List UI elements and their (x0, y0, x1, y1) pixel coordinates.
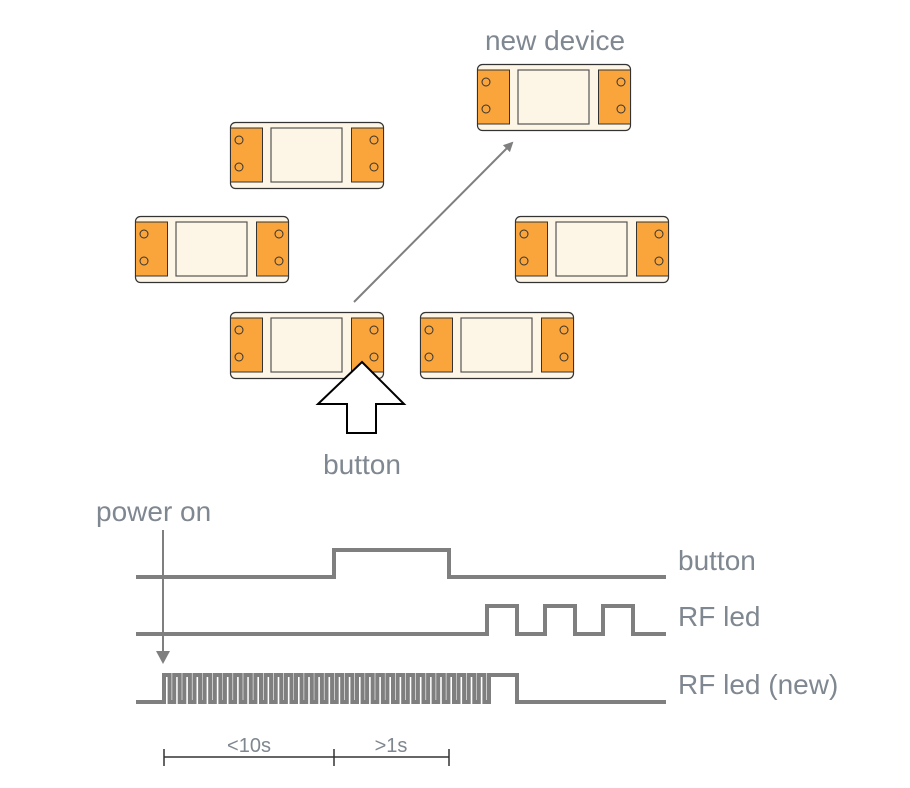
terminal-screw-icon (616, 104, 626, 114)
terminal-screw-icon (481, 77, 491, 87)
terminal-screw-icon (424, 352, 434, 362)
timing-signals (136, 548, 666, 704)
device-display (555, 221, 628, 277)
power-on-arrowhead-icon (156, 651, 170, 664)
device-terminal-left (230, 317, 263, 373)
signal-trace-rf-led-new (136, 673, 666, 704)
terminal-screw-icon (234, 135, 244, 145)
device-middle-left (134, 215, 290, 284)
device-display (517, 69, 590, 125)
interval-label-power-to-press: <10s (227, 735, 271, 757)
device-terminal-left (515, 221, 548, 277)
devices-group (134, 63, 670, 380)
terminal-screw-icon (274, 229, 284, 239)
terminal-screw-icon (519, 256, 529, 266)
terminal-screw-icon (369, 162, 379, 172)
device-display (175, 221, 248, 277)
device-terminal-left (135, 221, 168, 277)
device-display (270, 127, 343, 183)
signal-label-rf-led: RF led (678, 601, 760, 632)
terminal-screw-icon (424, 325, 434, 335)
device-terminal-right (541, 317, 574, 373)
device-terminal-right (256, 221, 289, 277)
device-terminal-right (598, 69, 631, 125)
terminal-screw-icon (654, 256, 664, 266)
terminal-screw-icon (234, 352, 244, 362)
terminal-screw-icon (519, 229, 529, 239)
device-display (270, 317, 343, 373)
terminal-screw-icon (654, 229, 664, 239)
power-on-label: power on (96, 496, 211, 527)
device-pressed (229, 311, 385, 380)
terminal-screw-icon (481, 104, 491, 114)
interval-label-press-duration: >1s (375, 735, 408, 757)
terminal-screw-icon (369, 135, 379, 145)
signal-trace-rf-led (136, 604, 666, 636)
device-terminal-left (477, 69, 510, 125)
pairing-arrow (353, 141, 514, 303)
device-terminal-left (230, 127, 263, 183)
terminal-screw-icon (559, 352, 569, 362)
device-middle-right (514, 215, 670, 284)
signal-label-rf-led-new: RF led (new) (678, 669, 838, 700)
terminal-screw-icon (234, 325, 244, 335)
terminal-screw-icon (559, 325, 569, 335)
signal-label-button: button (678, 545, 756, 576)
button-press-arrow-icon (315, 360, 407, 434)
device-upper-left (229, 121, 385, 190)
device-display (460, 317, 533, 373)
device-terminal-right (351, 317, 384, 373)
device-terminal-left (420, 317, 453, 373)
terminal-screw-icon (369, 352, 379, 362)
device-new (476, 63, 632, 132)
button-label: button (323, 449, 401, 480)
terminal-screw-icon (616, 77, 626, 87)
device-terminal-right (636, 221, 669, 277)
device-terminal-right (351, 127, 384, 183)
terminal-screw-icon (369, 325, 379, 335)
interval-dimension (163, 749, 450, 766)
terminal-screw-icon (139, 229, 149, 239)
new-device-label: new device (485, 25, 625, 56)
signal-trace-button (136, 548, 666, 579)
terminal-screw-icon (139, 256, 149, 266)
terminal-screw-icon (234, 162, 244, 172)
device-lower-right (419, 311, 575, 380)
terminal-screw-icon (274, 256, 284, 266)
